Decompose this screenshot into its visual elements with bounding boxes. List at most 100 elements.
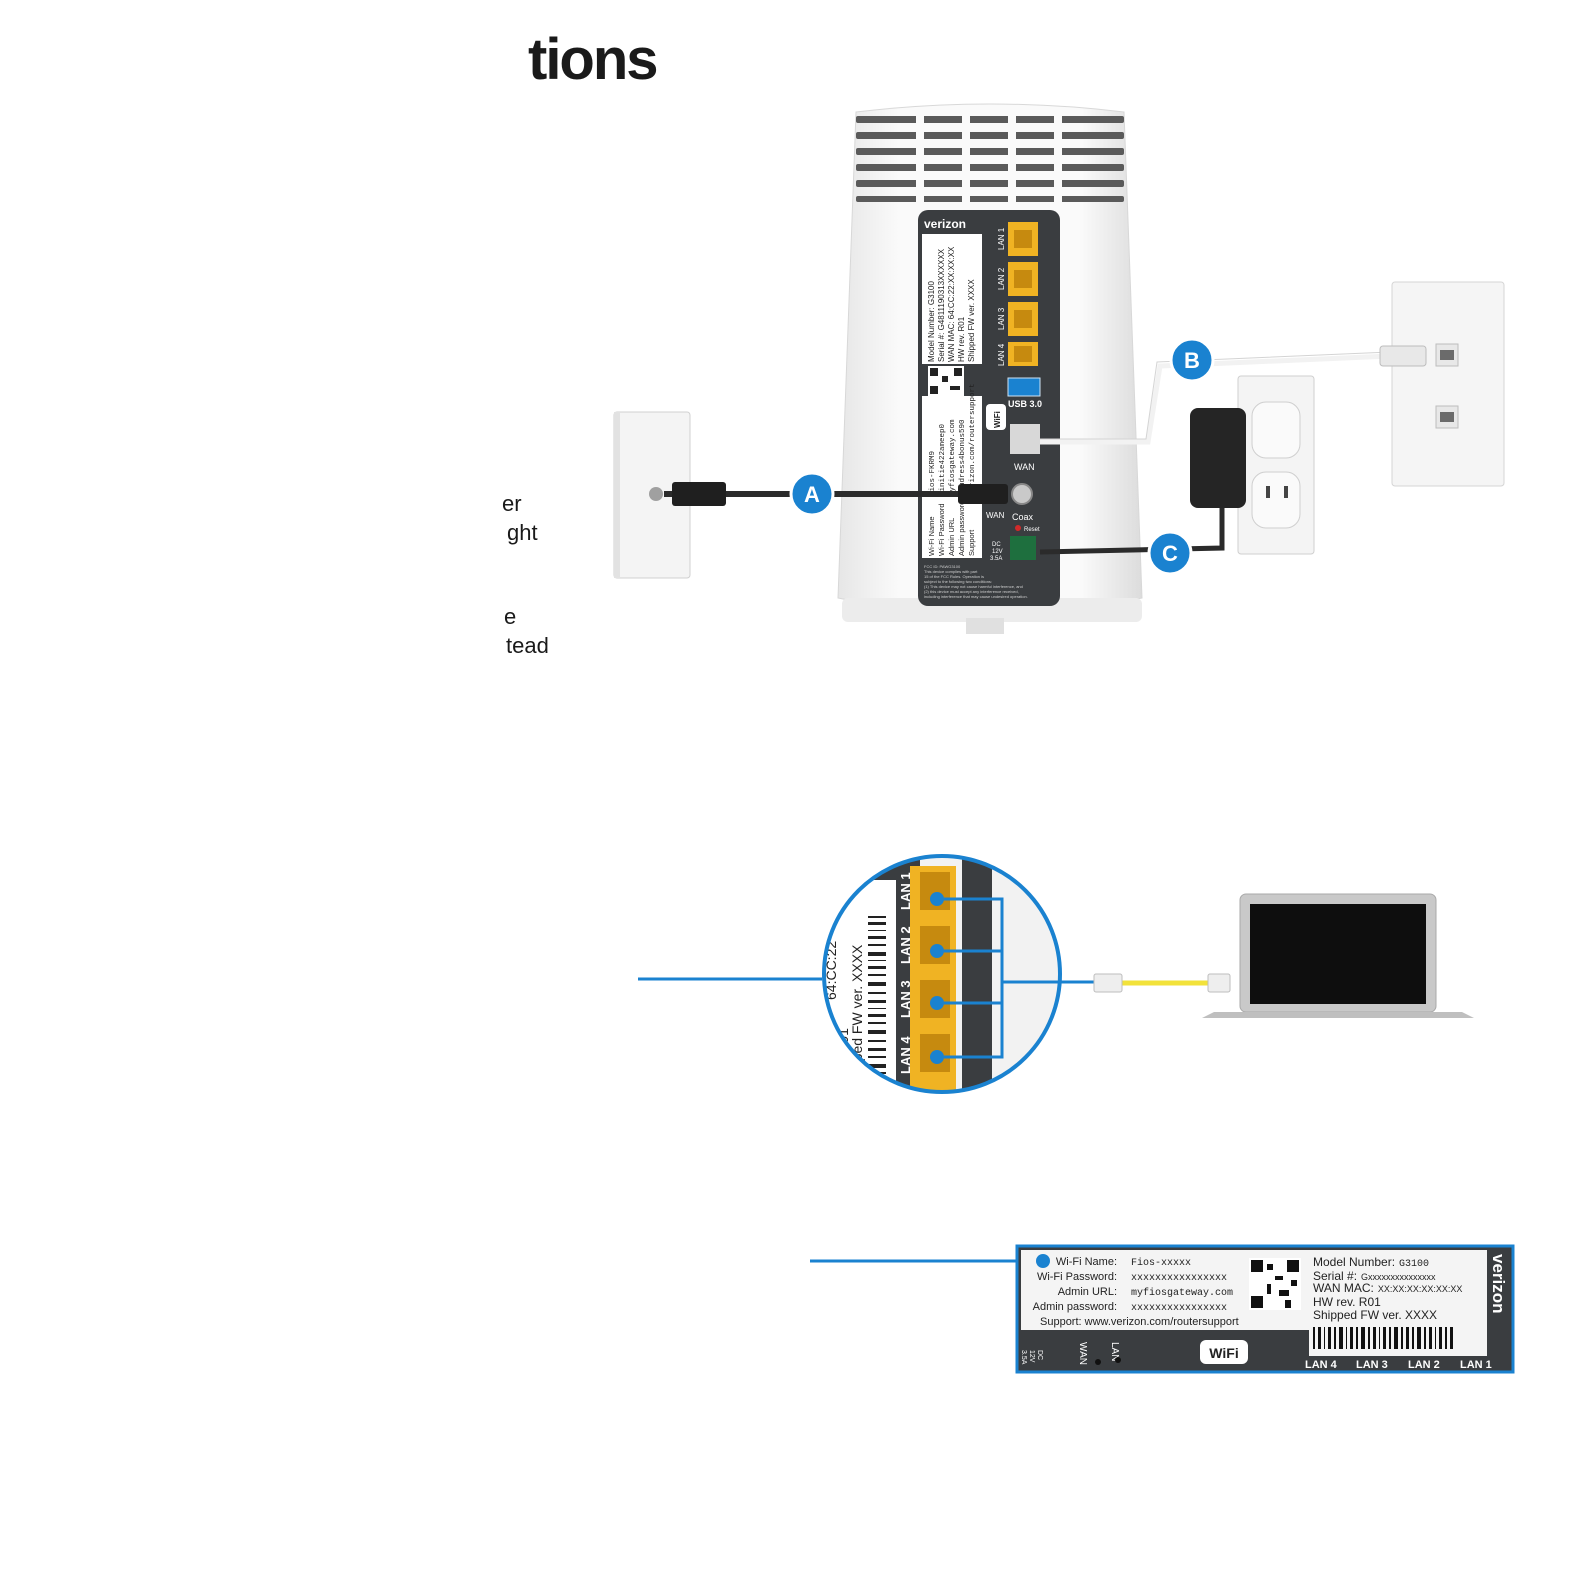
sticker-value: xxxxxxxxxxxxxxxx xyxy=(1131,1273,1227,1284)
svg-text:Model Number:G3100: Model Number: G3100 xyxy=(1313,1255,1429,1270)
usb-label: USB 3.0 xyxy=(1008,399,1042,409)
wifi-name-marker xyxy=(1036,1254,1050,1268)
router-wifi-key: Admin URL xyxy=(947,518,956,556)
svg-text:Serial #:Gxxxxxxxxxxxxxxx: Serial #:Gxxxxxxxxxxxxxxx xyxy=(1313,1269,1436,1283)
lan-port-label: LAN 2 xyxy=(997,267,1006,290)
svg-text:A: A xyxy=(804,482,820,507)
zoom-circle-outline xyxy=(822,854,1062,1094)
lan-port-label: LAN 3 xyxy=(997,307,1006,330)
sticker-lan-port: LAN 3 xyxy=(1356,1359,1388,1371)
router-label-line: Serial #: G4811190313XXXXXX xyxy=(937,248,946,362)
page-heading: tions xyxy=(528,27,659,92)
router-label-line: Model Number: G3100 xyxy=(927,281,936,362)
router-wifi-key: Admin password xyxy=(957,501,966,556)
router-wifi-value: minitie422ameep0 xyxy=(939,423,947,496)
router-label-line: HW rev. R01 xyxy=(957,316,966,362)
lan-ethernet-cable xyxy=(1093,973,1231,993)
ethernet-cable xyxy=(1040,353,1391,445)
fcc-text: This device complies with part xyxy=(924,569,978,574)
sticker-value: xxxxxxxxxxxxxxxx xyxy=(1131,1303,1227,1314)
sticker-lan-port: LAN 2 xyxy=(1408,1359,1440,1371)
router-label-line: WAN MAC: 64:CC:22:XX:XX:XX xyxy=(947,246,956,362)
sticker-lan-port: LAN 1 xyxy=(1460,1359,1492,1371)
sticker-dc-label: DC xyxy=(1036,1350,1043,1360)
router-label-line: Shipped FW ver. XXXX xyxy=(967,279,976,362)
router-setup-diagram: verizon Model Number: G3100 Serial #: G4… xyxy=(613,103,1505,634)
usb-port xyxy=(1007,377,1041,397)
wifi-badge-text: WiFi xyxy=(993,411,1002,428)
coax-cable xyxy=(664,482,1008,506)
ethernet-cable-outline xyxy=(1040,351,1391,440)
callout-b: B xyxy=(1169,337,1215,383)
fw-ver: Shipped FW ver. XXXX xyxy=(1313,1308,1437,1322)
sticker-key: Wi-Fi Name: xyxy=(1056,1256,1117,1268)
sticker-lan-port: LAN 4 xyxy=(1305,1359,1338,1371)
router-wifi-value: myfiosgateway.com xyxy=(949,419,957,496)
sticker-key: Admin password: xyxy=(1033,1301,1117,1313)
power-cable xyxy=(1039,408,1246,555)
lan-ports xyxy=(1008,222,1038,366)
lan-port-label: LAN 1 xyxy=(997,227,1006,250)
wan-coax-label: WAN xyxy=(986,511,1005,520)
zoom-label-line: 64:CC:22 xyxy=(823,941,839,1000)
coax-wall-plate xyxy=(613,411,691,579)
sticker-key: Wi-Fi Password: xyxy=(1037,1271,1117,1283)
serial-key: Serial #: xyxy=(1313,1269,1357,1283)
zoom-lan-label: LAN 2 xyxy=(898,926,913,964)
sticker-wifi-text: WiFi xyxy=(1209,1345,1238,1361)
sticker-dc-label: 12V xyxy=(1028,1350,1035,1363)
hw-rev: HW rev. R01 xyxy=(1313,1295,1381,1309)
ethernet-wall-plate xyxy=(1391,281,1505,487)
dc-label: 12V xyxy=(992,549,1003,555)
lan-zoom-circle: LAN 1 LAN 2 LAN 3 LAN 4 64:CC:22 rev. R0… xyxy=(823,856,1060,1092)
sticker-value: myfiosgateway.com xyxy=(1131,1287,1233,1299)
callout-c: C xyxy=(1147,530,1193,576)
sticker-dc-label: 3.5A xyxy=(1020,1350,1027,1365)
fcc-text: 15 of the FCC Rules. Operation is xyxy=(924,574,984,579)
callout-a: A xyxy=(789,471,835,517)
reset-button xyxy=(1015,525,1021,531)
sticker-wan-label: WAN xyxy=(1077,1342,1088,1365)
coax-port xyxy=(1011,483,1033,505)
lan-port-label: LAN 4 xyxy=(997,343,1006,366)
router-wifi-key: Wi-Fi Name xyxy=(927,516,936,556)
zoom-lan-label: LAN 3 xyxy=(898,980,913,1018)
wifi-badge xyxy=(986,404,1006,430)
sticker-brand: verizon xyxy=(1489,1254,1508,1314)
dc-port xyxy=(1010,536,1036,560)
fcc-text: including interference that may cause un… xyxy=(924,594,1028,599)
sticker-wifi-badge xyxy=(1200,1340,1248,1364)
laptop xyxy=(1202,893,1474,1018)
dc-label: 3.5A xyxy=(990,556,1002,562)
model-key: Model Number: xyxy=(1313,1255,1395,1269)
text-fragment: er xyxy=(502,491,522,516)
router: verizon Model Number: G3100 Serial #: G4… xyxy=(837,103,1143,634)
zoom-lan-label: LAN 1 xyxy=(898,872,913,910)
svg-text:C: C xyxy=(1162,541,1178,566)
wan-port xyxy=(1010,424,1040,454)
router-wifi-key: Support xyxy=(967,529,976,556)
wan-label: WAN xyxy=(1014,462,1035,472)
fcc-text: (1) This device may not cause harmful in… xyxy=(924,584,1023,589)
zoom-lan-label: LAN 4 xyxy=(898,1036,913,1074)
router-wifi-value: verizon.com/routersupport xyxy=(969,383,977,496)
fcc-text: subject to the following two conditions: xyxy=(924,579,992,584)
model-value: G3100 xyxy=(1399,1259,1429,1270)
router-brand: verizon xyxy=(924,217,966,231)
text-fragment: ght xyxy=(507,520,538,545)
sticker-lan-label: LAN xyxy=(1109,1342,1120,1361)
sticker-support: Support: www.verizon.com/routersupport xyxy=(1040,1316,1239,1328)
sticker-barcode xyxy=(1313,1327,1453,1349)
sticker-diagram: Wi-Fi Name: Wi-Fi Password: Admin URL: A… xyxy=(810,1244,1515,1374)
dc-label: DC xyxy=(992,542,1001,548)
fcc-text: (2) this device must accept any interfer… xyxy=(924,589,1019,594)
text-fragment: e xyxy=(504,604,517,629)
svg-text:WAN MAC:XX:XX:XX:XX:XX:XX: WAN MAC:XX:XX:XX:XX:XX:XX xyxy=(1313,1281,1462,1295)
ethernet-plug xyxy=(1379,345,1427,367)
lan-zoom-diagram: LAN 1 LAN 2 LAN 3 LAN 4 64:CC:22 rev. R0… xyxy=(638,854,1474,1094)
router-wifi-value: Fios-FKRM9 xyxy=(929,451,937,496)
svg-text:B: B xyxy=(1184,348,1200,373)
coax-label: Coax xyxy=(1012,512,1034,522)
reset-label: Reset xyxy=(1024,527,1040,533)
zoom-label-line: hipped FW ver. XXXX xyxy=(849,944,865,1080)
